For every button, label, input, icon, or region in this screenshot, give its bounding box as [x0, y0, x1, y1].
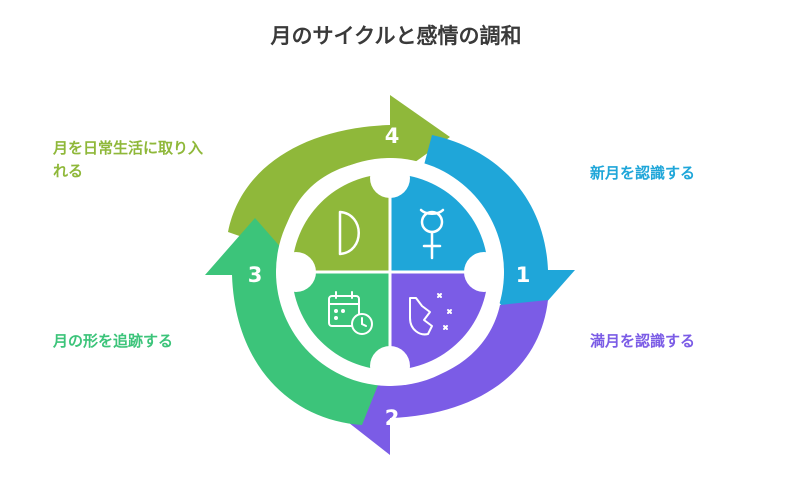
stage-2-arrow [335, 300, 548, 455]
calendar-clock-icon [328, 291, 373, 335]
stage-3-number: 3 [248, 263, 263, 287]
notch-left [276, 252, 316, 292]
stage-2-label: 満月を認識する [590, 332, 696, 350]
notch-top [370, 158, 410, 198]
stage-1-label: 新月を認識する [590, 164, 696, 182]
stage-4-label: 月を日常生活に取り入れる [53, 139, 204, 180]
stage-1-number: 1 [516, 263, 531, 287]
quadrant-3 [292, 272, 390, 370]
quadrant-2 [390, 272, 488, 370]
quadrant-1 [390, 174, 488, 272]
notch-right [464, 252, 504, 292]
stage-2-number: 2 [385, 406, 400, 430]
notch-bottom [370, 346, 410, 386]
venus-symbol-icon [419, 208, 445, 260]
half-moon-icon [338, 210, 360, 256]
stage-3-label: 月の形を追跡する [53, 332, 174, 350]
page-title: 月のサイクルと感情の調和 [270, 24, 522, 48]
stage-4-number: 4 [385, 124, 400, 148]
moon-sparkle-icon [409, 293, 452, 336]
stage-4-arrow [228, 95, 450, 250]
